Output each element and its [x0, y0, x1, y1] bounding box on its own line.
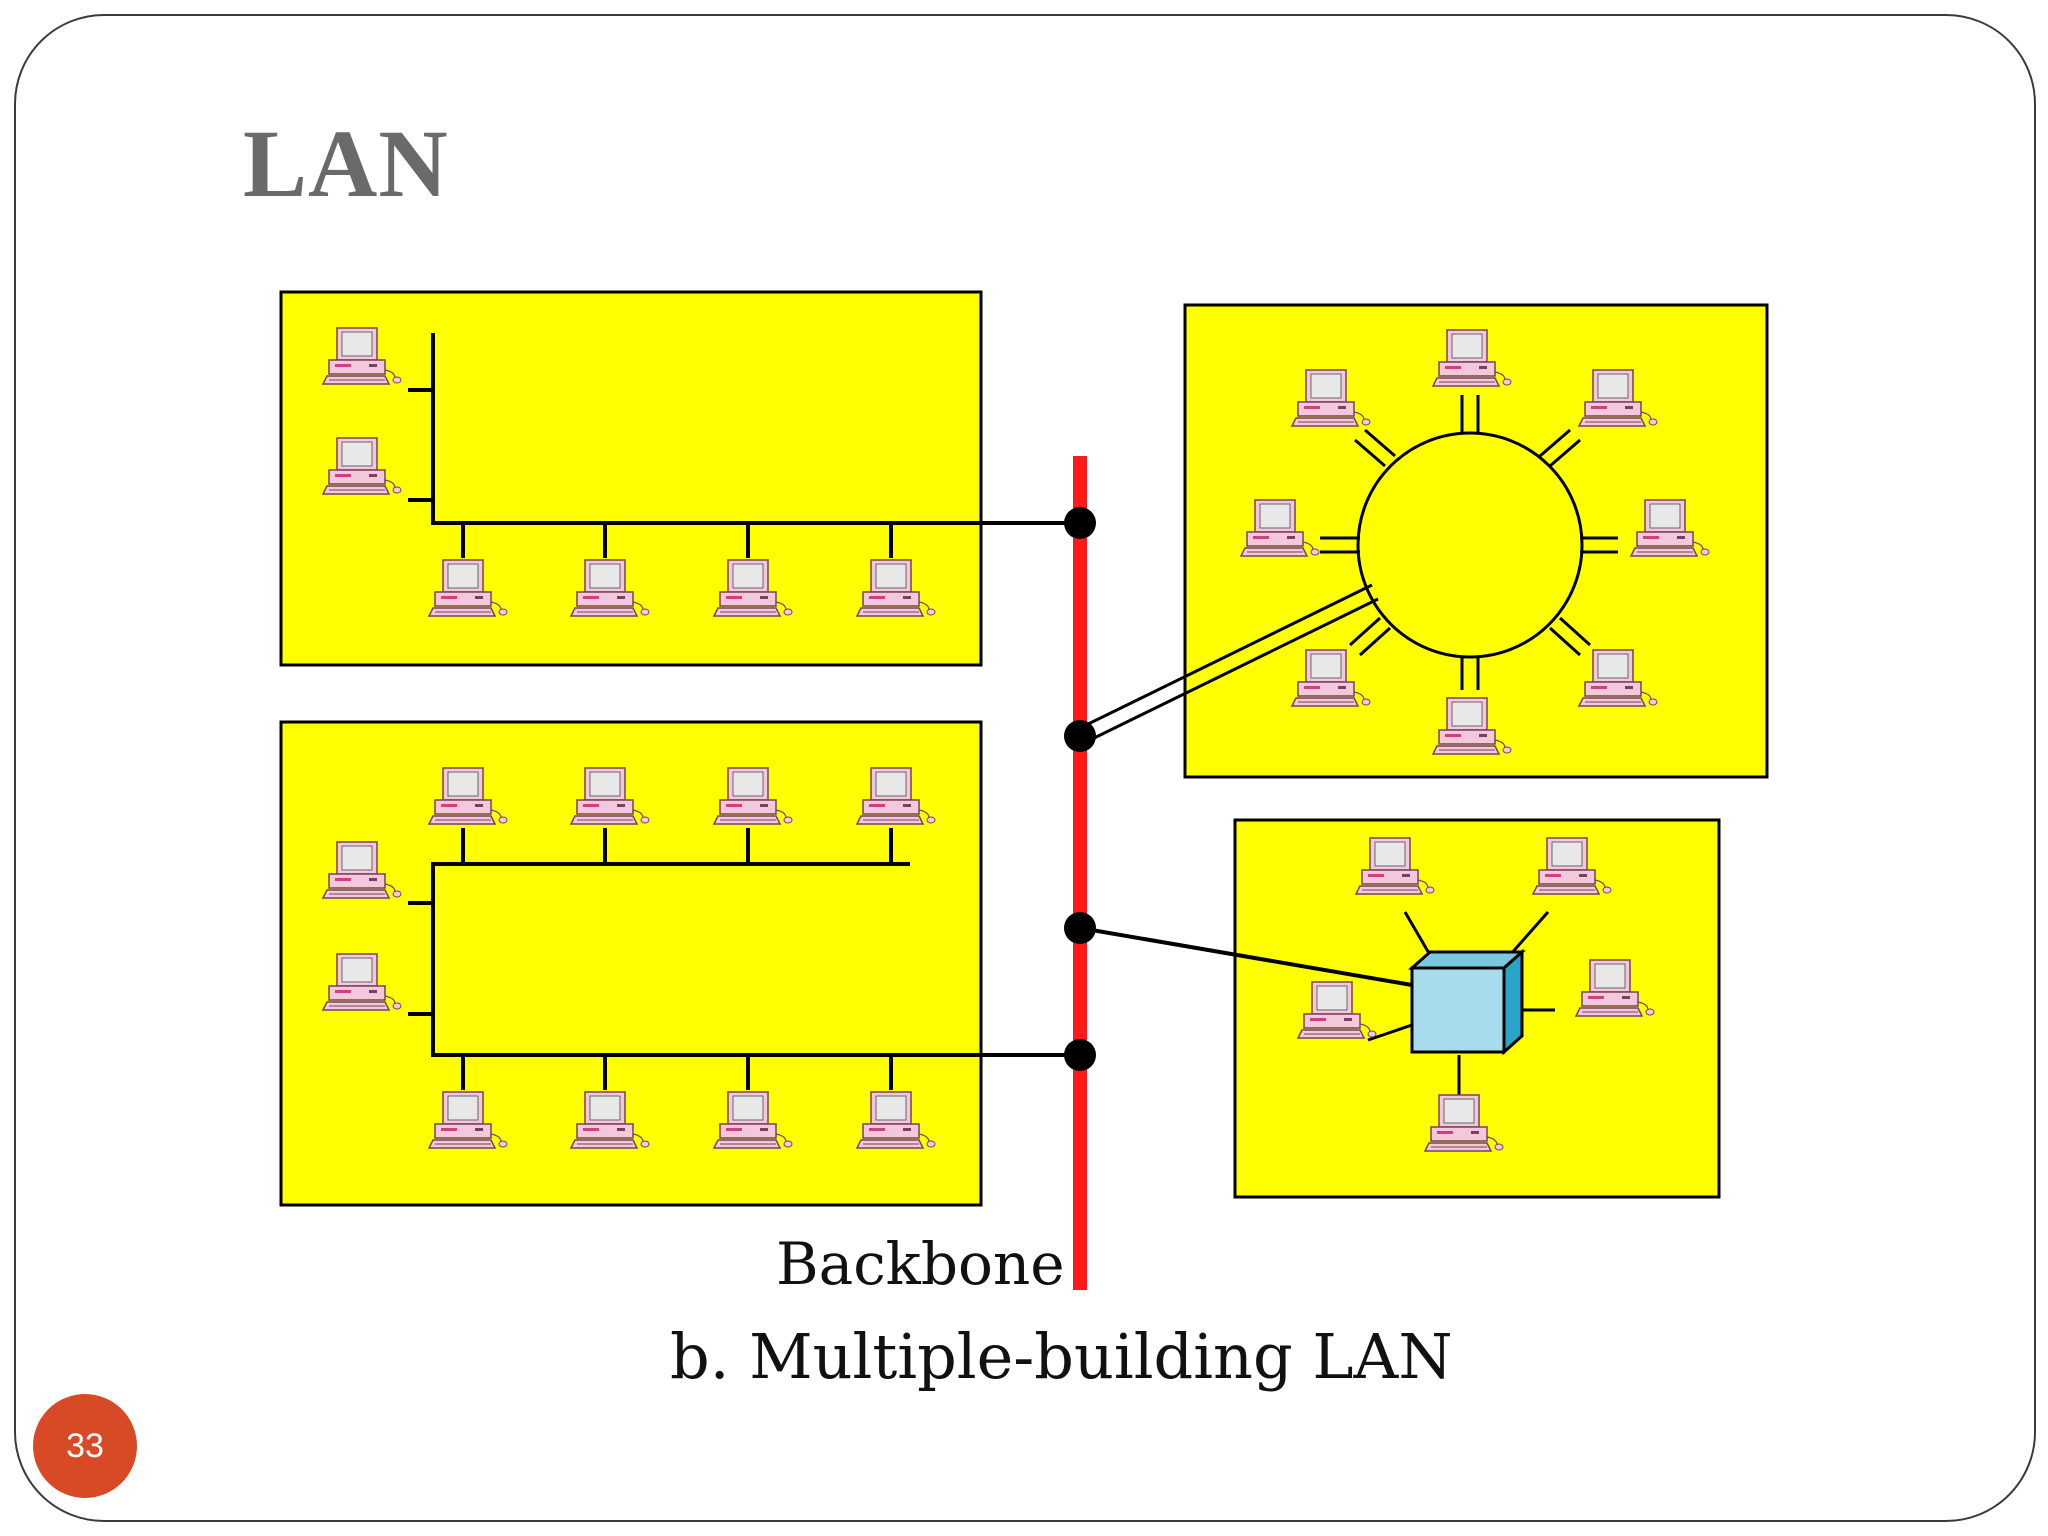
backbone-label: Backbone: [776, 1230, 1065, 1298]
backbone-tap-icon: [1064, 912, 1096, 944]
hub-icon: [1408, 948, 1526, 1056]
slide-title: LAN: [243, 110, 449, 217]
bus-line-top-left: [408, 333, 1080, 558]
slide-number-badge: 33: [33, 1394, 137, 1498]
ring-network: [1320, 395, 1618, 690]
bus-line-bottom-left: [408, 828, 1080, 1090]
building-links: [1079, 583, 1413, 987]
diagram-caption: b. Multiple-building LAN: [670, 1320, 1453, 1393]
backbone-tap-icon: [1064, 1039, 1096, 1071]
backbone-tap-icon: [1064, 507, 1096, 539]
backbone-tap-icon: [1064, 720, 1096, 752]
